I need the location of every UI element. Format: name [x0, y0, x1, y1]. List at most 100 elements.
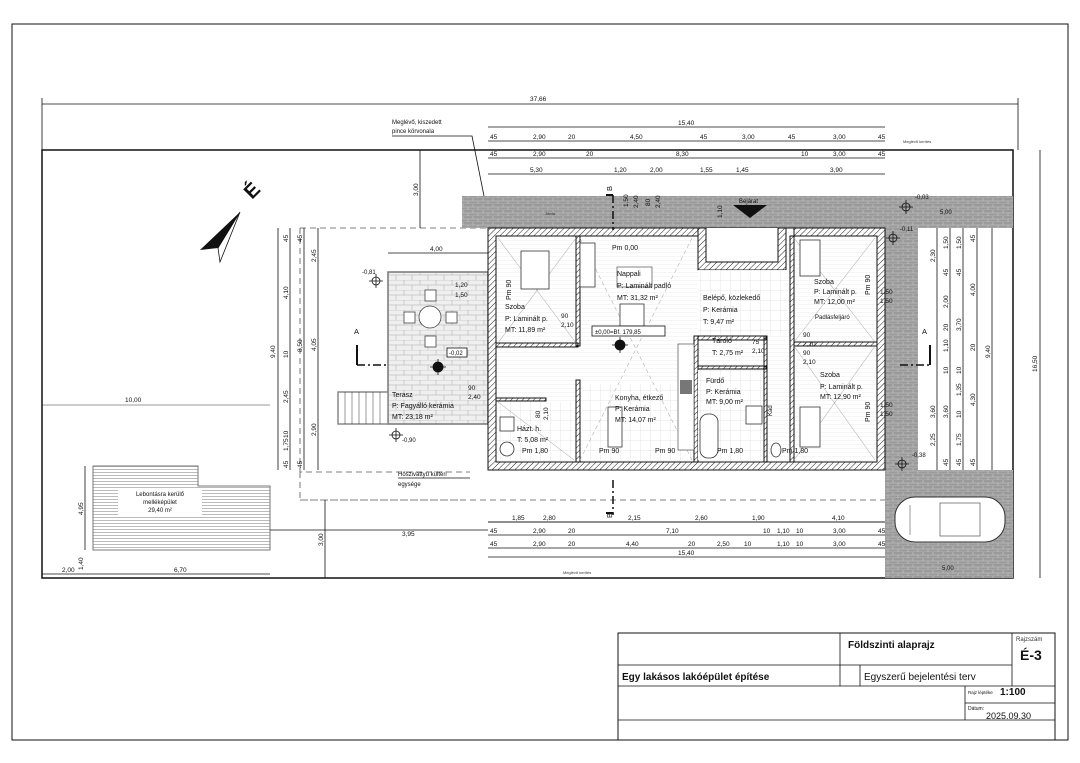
room-haztartasi: Házt. h. T: 5,08 m² Pm 1,80 — [517, 426, 549, 455]
dimension-label: 2,90 — [533, 528, 546, 535]
dimension-label: 2,40 — [655, 195, 662, 208]
dimension-label: 3,00 — [833, 541, 846, 548]
entrance-label: Bejárat — [739, 199, 758, 205]
room-name: Nappali — [617, 271, 641, 278]
outbuilding-label-2: melléképület — [143, 500, 177, 506]
room-floor: P: Laminált p. — [814, 289, 857, 296]
dimension-label: 2,50 — [717, 541, 730, 548]
dimension-label: 2,90 — [533, 151, 546, 158]
fence-label: Meglévő kerítés — [903, 139, 931, 144]
cellar-outline-note: pince körvonala — [392, 129, 435, 135]
sheet-border — [11, 23, 1069, 741]
north-label: É — [239, 178, 265, 204]
building-depth-left: 9,40 — [270, 345, 277, 358]
dimension-label: 2,00 — [943, 295, 950, 308]
drawing-title: Földszinti alaprajz — [848, 640, 935, 651]
room-szoba-left: Pm 90 Szoba P: Laminált p. MT: 11,89 m² — [505, 280, 548, 334]
dimension-label: 1,10 — [943, 339, 950, 352]
room-floor: P: Laminált padló — [617, 283, 671, 290]
section-b-label: B — [605, 513, 614, 518]
level-label: -0,11 — [900, 227, 914, 233]
heat-pump-note: egysége — [398, 482, 421, 488]
overall-depth-label: 16,50 — [1032, 355, 1039, 372]
dimension-label: 2,40 — [468, 394, 481, 401]
dimension-label: 10 — [283, 430, 290, 438]
dimension-label: 7,10 — [666, 528, 679, 535]
dimension-label: 20 — [970, 343, 977, 351]
dimension-label: 20 — [688, 541, 696, 548]
level-label: -0,03 — [915, 195, 929, 201]
dimension-label: 10 — [796, 528, 804, 535]
room-name: Szoba — [814, 279, 834, 286]
dimension-label: 8,30 — [676, 151, 689, 158]
dimension-label: 2,25 — [930, 433, 937, 446]
room-floor: P: Kerámia — [706, 389, 741, 396]
dimension-label: 2,10 — [543, 407, 550, 420]
dimension-label: 10 — [943, 366, 950, 374]
room-name: Fürdő — [706, 378, 724, 385]
dimension-label: 2,10 — [752, 348, 765, 355]
front-setback: 3,00 — [413, 183, 420, 196]
dimension-label: 10 — [801, 151, 809, 158]
room-konyha: Konyha, étkező P: Kerámia MT: 14,07 m² P… — [599, 395, 675, 455]
dimension-label: 45 — [878, 528, 886, 535]
section-b-label: B — [605, 186, 614, 191]
paving-side — [885, 228, 918, 470]
building-depth-right: 9,40 — [985, 345, 992, 358]
dimension-label: 1,50 — [880, 402, 893, 409]
dimension-label: 20 — [586, 151, 594, 158]
dimension-label: 3,90 — [830, 167, 843, 174]
room-area: MT: 12,00 m² — [814, 299, 856, 306]
dimension-label: 45 — [788, 134, 796, 141]
lot-width-label: 10,00 — [125, 397, 142, 404]
room-tarolo: Tároló T: 2,75 m² — [712, 338, 744, 357]
dimension-label: 1,10 — [777, 528, 790, 535]
dimension-label: 1,20 — [455, 282, 468, 289]
dimension-label: 1,75 — [283, 438, 290, 451]
dimension-label: 45 — [970, 458, 977, 466]
parking-width-bottom: 5,00 — [942, 566, 954, 572]
room-area: MT: 14,07 m² — [615, 417, 657, 424]
plan-type: Egyszerű bejelentési terv — [864, 672, 976, 683]
zero-level-label: ±0,00=Bf. 179,85 — [595, 330, 641, 336]
outbuilding-left-offset: 2,00 — [62, 567, 75, 574]
dimension-label: 45 — [943, 268, 950, 276]
dimension-label: 2,45 — [283, 390, 290, 403]
dimension-label: 3,00 — [833, 528, 846, 535]
room-area: T: 2,75 m² — [712, 350, 744, 357]
dimension-label: 45 — [878, 541, 886, 548]
terrace-furniture — [403, 289, 458, 348]
room-furdo: Fürdő P: Kerámia MT: 9,00 m² Pm 1,80 Kád… — [706, 378, 808, 455]
room-name: Házt. h. — [517, 426, 541, 433]
dimension-label: 4,10 — [832, 515, 845, 522]
room-szoba-top-right: Szoba P: Laminált p. MT: 12,00 m² Pm 90 — [814, 275, 872, 306]
attic-access-label: Padlásfeljáró — [815, 315, 850, 321]
dimension-label: 2,10 — [803, 359, 816, 366]
drawing-number-label: Rajzszám — [1016, 637, 1042, 643]
overall-width-label: 37,66 — [530, 96, 547, 103]
outbuilding-area: 29,40 m² — [148, 508, 172, 514]
room-floor: P: Laminált p. — [505, 316, 548, 323]
dimension-label: 10 — [956, 410, 963, 418]
room-area: T: 5,08 m² — [517, 437, 549, 444]
dimension-label: 45 — [970, 234, 977, 242]
dimension-label: 45 — [490, 134, 498, 141]
room-floor-level: Pm 90 — [865, 275, 872, 295]
dimension-label: 45 — [283, 460, 290, 468]
dimension-label: 2,00 — [650, 167, 663, 174]
dimension-label: 20 — [568, 134, 576, 141]
dimension-label: 2,80 — [543, 515, 556, 522]
dimension-label: 45 — [700, 134, 708, 141]
room-floor-level: Pm 0,00 — [612, 245, 638, 252]
dimension-label: 45 — [490, 528, 498, 535]
room-floor: P: Kerámia — [615, 406, 650, 413]
dimension-label: 4,30 — [970, 393, 977, 406]
room-floor-level: Pm 1,80 — [717, 448, 743, 455]
terrace-level-label: -0,02 — [449, 351, 463, 357]
project-title: Egy lakásos lakóépület építése — [622, 672, 770, 683]
dimension-label: 2,10 — [561, 322, 574, 329]
dimension-label: 1,50 — [956, 236, 963, 249]
dimension-label: 1,50 — [880, 289, 893, 296]
level-marker-icons — [369, 200, 913, 471]
room-name: Konyha, étkező — [615, 395, 663, 402]
